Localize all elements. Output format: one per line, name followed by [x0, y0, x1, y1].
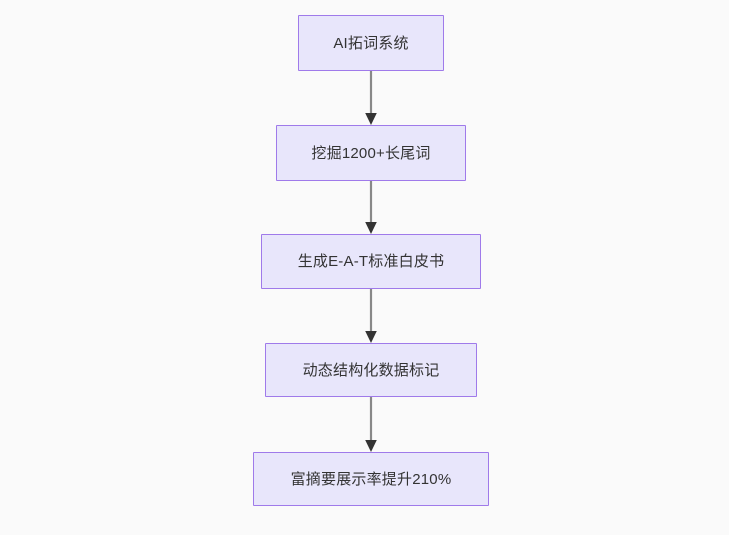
flow-node-label: 生成E-A-T标准白皮书: [297, 253, 445, 270]
arrow-down-icon: [365, 397, 377, 452]
flow-node-label: AI拓词系统: [333, 34, 409, 52]
flow-node-rich-snippet-rate-increase[interactable]: 富摘要展示率提升210%: [253, 452, 489, 506]
flow-node-ai-keyword-system[interactable]: AI拓词系统: [298, 15, 444, 71]
flow-node-mine-longtail-keywords[interactable]: 挖掘1200+长尾词: [276, 125, 466, 181]
arrow-down-icon: [365, 289, 377, 343]
connector-node3-node4: [361, 289, 381, 343]
flow-node-label: 动态结构化数据标记: [302, 361, 440, 379]
arrow-down-icon: [365, 181, 377, 234]
flow-node-label: 挖掘1200+长尾词: [311, 144, 431, 162]
flow-node-label: 富摘要展示率提升210%: [290, 470, 452, 488]
flow-node-generate-eat-whitepaper[interactable]: 生成E-A-T标准白皮书: [261, 234, 481, 289]
connector-node1-node2: [361, 71, 381, 125]
arrow-down-icon: [365, 71, 377, 125]
connector-node2-node3: [361, 181, 381, 234]
flow-node-dynamic-structured-data-markup[interactable]: 动态结构化数据标记: [265, 343, 477, 397]
connector-node4-node5: [361, 397, 381, 452]
